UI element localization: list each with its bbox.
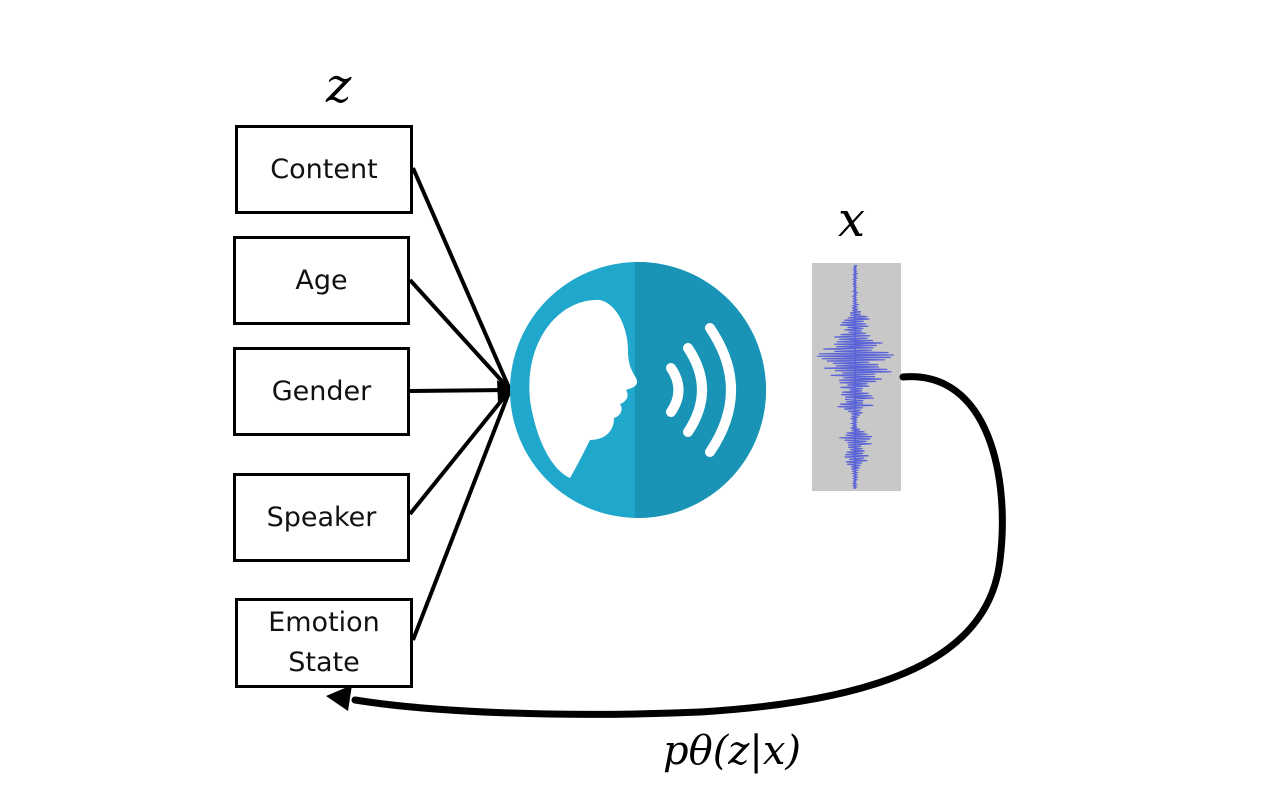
- edge-gender: [409, 388, 511, 393]
- factor-box-speaker: Speaker: [233, 473, 410, 562]
- factor-label: Content: [270, 153, 378, 185]
- inference-formula: pθ(z|x): [663, 728, 802, 774]
- waveform-image: [812, 263, 901, 491]
- converge-arrowhead: [497, 380, 516, 403]
- factor-box-emotion-state: Emotion State: [235, 598, 413, 688]
- factor-edges: [408, 167, 516, 641]
- head-silhouette: [529, 299, 638, 478]
- inference-arrow: [326, 373, 1006, 718]
- edge-age: [408, 278, 512, 392]
- edge-content: [411, 167, 512, 391]
- factor-label: Age: [295, 264, 348, 296]
- factor-box-age: Age: [233, 236, 410, 325]
- factor-label: Gender: [271, 375, 372, 407]
- factor-box-gender: Gender: [233, 347, 410, 436]
- edge-emotion: [411, 389, 512, 641]
- inference-arrowhead: [326, 685, 352, 711]
- factor-box-content: Content: [235, 125, 413, 214]
- sound-waves-icon: [666, 323, 736, 457]
- speaking-head-icon: [510, 262, 766, 518]
- observation-symbol: x: [838, 192, 866, 248]
- latent-symbol: z: [326, 58, 352, 114]
- waveform-trace: [817, 264, 894, 489]
- factor-label: Emotion State: [268, 607, 380, 678]
- factor-label: Speaker: [266, 501, 377, 533]
- edge-speaker: [408, 388, 512, 516]
- inference-curve: [351, 373, 1006, 718]
